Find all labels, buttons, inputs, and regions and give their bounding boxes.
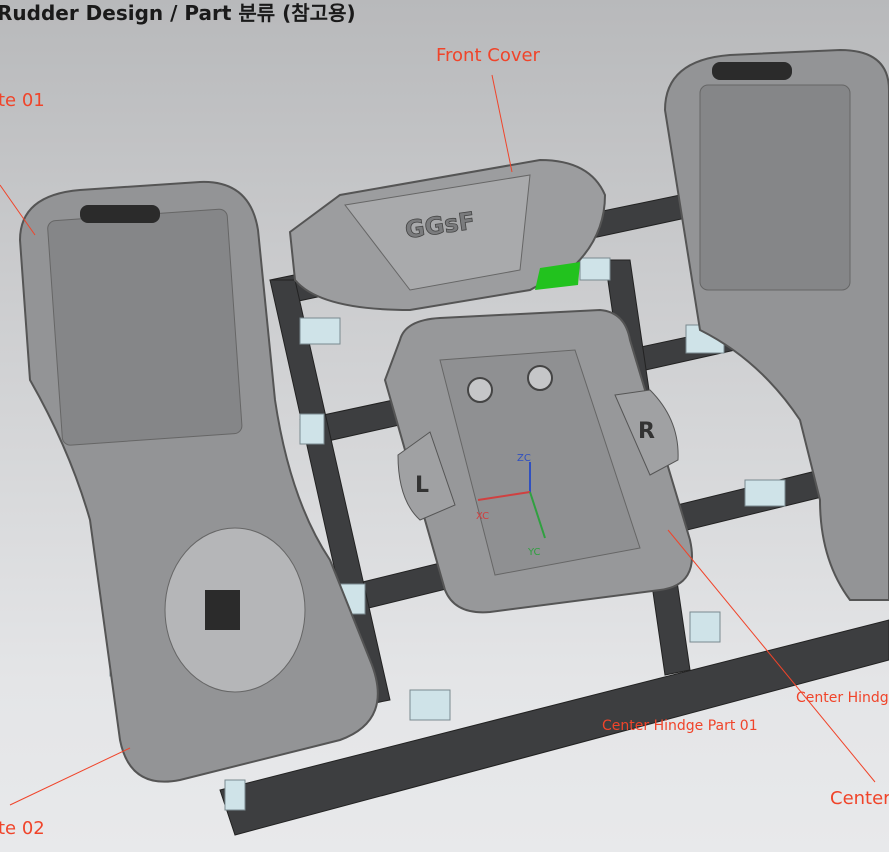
left-button-label: L <box>415 473 429 498</box>
center-hinge-plate[interactable]: L R ZC XC YC <box>383 308 693 614</box>
label-plate-01: te 01 <box>0 90 45 111</box>
axis-yc-label: YC <box>527 547 541 558</box>
right-pedal-plate[interactable] <box>663 48 889 601</box>
label-center-hinge-01: Center Hindge Part 01 <box>602 718 758 734</box>
label-center-hinge-02: Center Hindg <box>796 690 889 706</box>
axis-zc-label: ZC <box>517 453 531 464</box>
left-pedal-plate[interactable] <box>18 180 379 783</box>
page-title: Rudder Design / Part 분류 (참고용) <box>0 1 356 25</box>
label-front-cover: Front Cover <box>436 45 540 66</box>
right-button-label: R <box>638 419 655 444</box>
front-cover[interactable]: GGsF <box>288 158 607 312</box>
coordinate-axes-icon: ZC XC YC <box>476 453 546 558</box>
axis-xc-label: XC <box>476 511 489 522</box>
label-plate-02: te 02 <box>0 818 45 839</box>
label-center: Center <box>830 788 889 809</box>
leader-lines <box>0 74 876 806</box>
